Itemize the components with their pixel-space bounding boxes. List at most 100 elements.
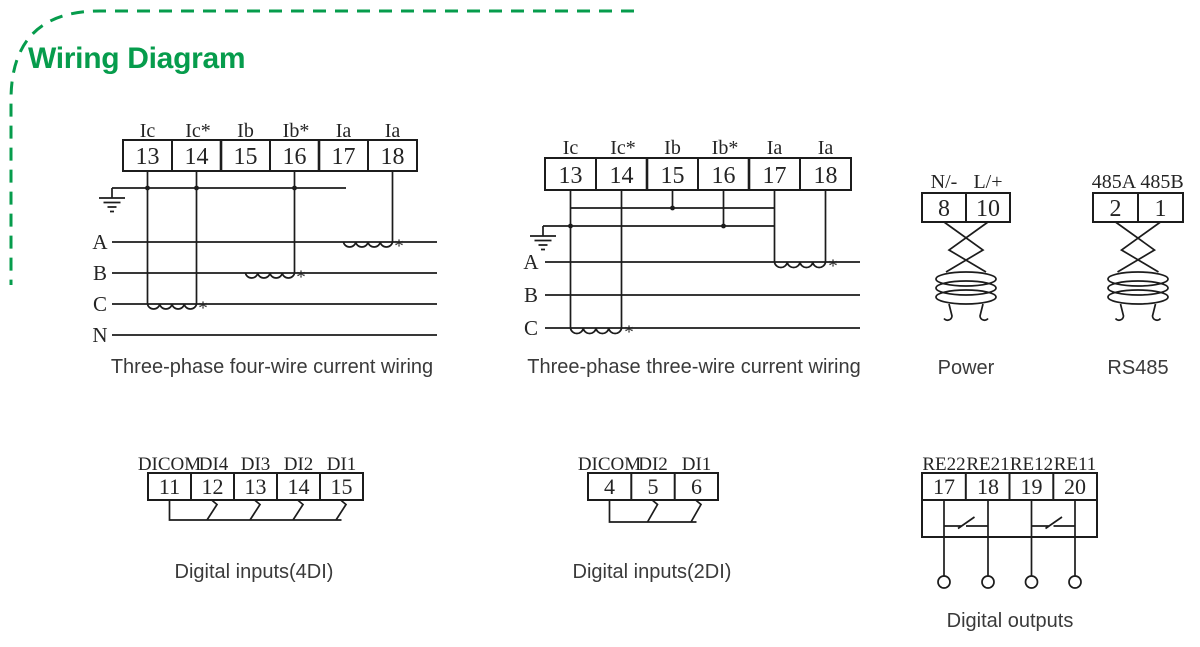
terminal-number: 15 [331, 474, 353, 499]
polarity-star: * [394, 236, 404, 257]
polarity-star: * [624, 322, 634, 343]
ct-label: Ic [140, 120, 156, 142]
ct-coil [146, 303, 198, 310]
twisted-pair-icon [935, 221, 997, 321]
phase-lines [112, 241, 437, 336]
phase-label: A [92, 230, 108, 254]
terminal-wires [112, 171, 394, 304]
phase-label: N [92, 323, 107, 347]
caption-digital-outputs: Digital outputs [946, 610, 1074, 632]
relay-contact-icon [1031, 516, 1075, 530]
di-label: DI1 [682, 454, 712, 475]
di-label: DI2 [284, 454, 314, 475]
switch-icon [690, 498, 703, 523]
di-label: DI4 [199, 454, 229, 475]
ct-labels: Ic Ic* Ib Ib* Ia Ia [140, 120, 401, 142]
twisted-wire [947, 221, 989, 273]
di-label: DI2 [638, 454, 668, 475]
terminal-number: 13 [559, 163, 583, 189]
switch-icon [249, 498, 262, 521]
switch-icon [292, 498, 305, 521]
digital-outputs-diagram: RE22 RE21 RE12 RE11 17 18 19 20 [921, 454, 1098, 589]
terminal-number: 16 [283, 144, 307, 170]
ct-label: Ia [385, 120, 401, 142]
relay-contact-icon [944, 516, 988, 530]
relay-label: RE21 [966, 454, 1009, 475]
ct-label: Ib* [283, 120, 310, 142]
terminal-number: 14 [288, 474, 310, 499]
ct-coil [773, 261, 827, 269]
ct-label: Ic* [185, 120, 211, 142]
phase-label: A [523, 250, 539, 274]
power-terminal-label: N/- [931, 171, 958, 193]
twisted-wire [1114, 303, 1125, 321]
output-terminal-circle [1024, 575, 1039, 589]
di-label: DI1 [327, 454, 357, 475]
ct-labels: Ic Ic* Ib Ib* Ia Ia [563, 137, 834, 159]
dashed-border [9, 9, 634, 285]
polarity-star: * [296, 267, 306, 288]
phase-label: B [524, 283, 538, 307]
di-label: DICOM [138, 454, 201, 475]
ground-icon [530, 226, 556, 251]
twisted-wire [943, 303, 953, 321]
ct-label: Ia [767, 137, 783, 159]
relay-box [921, 499, 1098, 538]
terminal-number: 19 [1021, 474, 1043, 499]
digital-inputs-2di-diagram: DICOM DI2 DI1 4 5 6 [578, 454, 719, 523]
terminal-number: 11 [159, 474, 180, 499]
three-phase-three-wire-diagram: 13 14 15 16 17 18 Ic Ic* Ib Ib* Ia Ia A … [523, 137, 860, 343]
junction-dot [194, 185, 199, 191]
ct-label: Ic* [610, 137, 636, 159]
terminal-strip: 13 14 15 16 17 18 [122, 139, 418, 172]
power-diagram: N/- L/+ 8 10 [921, 171, 1011, 321]
caption-power: Power [937, 357, 995, 379]
ct-coil [342, 241, 394, 248]
output-wires [943, 500, 1076, 576]
switch-icon [206, 498, 219, 521]
twisted-pair-icon [1107, 221, 1169, 321]
terminal-number: 2 [1110, 196, 1122, 222]
junction-dot [670, 205, 675, 211]
twisted-wire [943, 221, 985, 273]
ct-label: Ib* [712, 137, 739, 159]
terminal-number: 18 [814, 163, 838, 189]
common-bus-wire [168, 500, 342, 521]
terminal-number: 1 [1155, 196, 1167, 222]
terminal-wires [543, 190, 827, 328]
common-bus-wire [608, 500, 697, 523]
phase-lines [545, 261, 860, 329]
di-label: DI3 [241, 454, 271, 475]
terminal-number: 6 [691, 474, 702, 499]
junction-dot [292, 185, 297, 191]
di-label: DICOM [578, 454, 641, 475]
terminal-number: 8 [938, 196, 950, 222]
terminal-number: 17 [332, 144, 356, 170]
junction-dot [721, 223, 726, 229]
relay-contact [944, 516, 988, 530]
output-terminal-circle [937, 575, 951, 589]
output-terminal-circle [1068, 575, 1082, 589]
rs485-diagram: 485A 485B 2 1 [1092, 171, 1184, 321]
ct-label: Ib [664, 137, 681, 159]
page-title: Wiring Diagram [28, 42, 246, 75]
terminal-number: 18 [381, 144, 405, 170]
ct-coil [569, 327, 623, 335]
output-terminal-circle [981, 575, 995, 589]
rs485-terminal-label: 485B [1140, 171, 1183, 193]
terminal-number: 17 [933, 474, 955, 499]
ct-label: Ia [818, 137, 834, 159]
ferrite-ring-icon [935, 289, 997, 305]
relay-label: RE11 [1054, 454, 1097, 475]
terminal-number: 15 [234, 144, 258, 170]
terminal-strip: 13 14 15 16 17 18 [544, 157, 852, 191]
terminal-number: 10 [976, 196, 1000, 222]
twisted-wire [1119, 221, 1161, 273]
caption-digital-inputs-4di: Digital inputs(4DI) [174, 561, 334, 583]
terminal-number: 15 [661, 163, 685, 189]
relay-label: RE12 [1010, 454, 1053, 475]
relay-label: RE22 [922, 454, 965, 475]
terminal-number: 5 [648, 474, 659, 499]
terminal-number: 14 [185, 144, 209, 170]
ferrite-ring-icon [1107, 280, 1169, 296]
